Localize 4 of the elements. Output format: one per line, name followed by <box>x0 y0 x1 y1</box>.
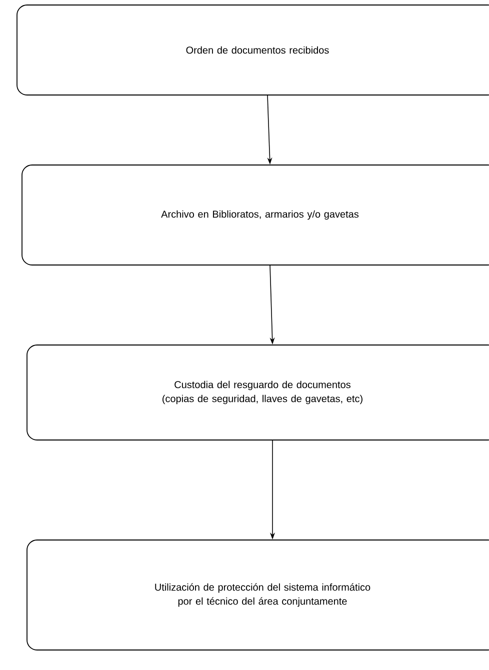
process-box: Archivo en Biblioratos, armarios y/o gavetas <box>22 164 489 266</box>
process-box: Custodia del resguardo de documentos (copias de seguridad, llaves de gavetas, etc) <box>26 344 489 440</box>
process-box: Orden de documentos recibidos <box>16 4 489 96</box>
process-box: Utilización de protección del sistema informático por el técnico del área conjuntamente <box>26 540 489 650</box>
